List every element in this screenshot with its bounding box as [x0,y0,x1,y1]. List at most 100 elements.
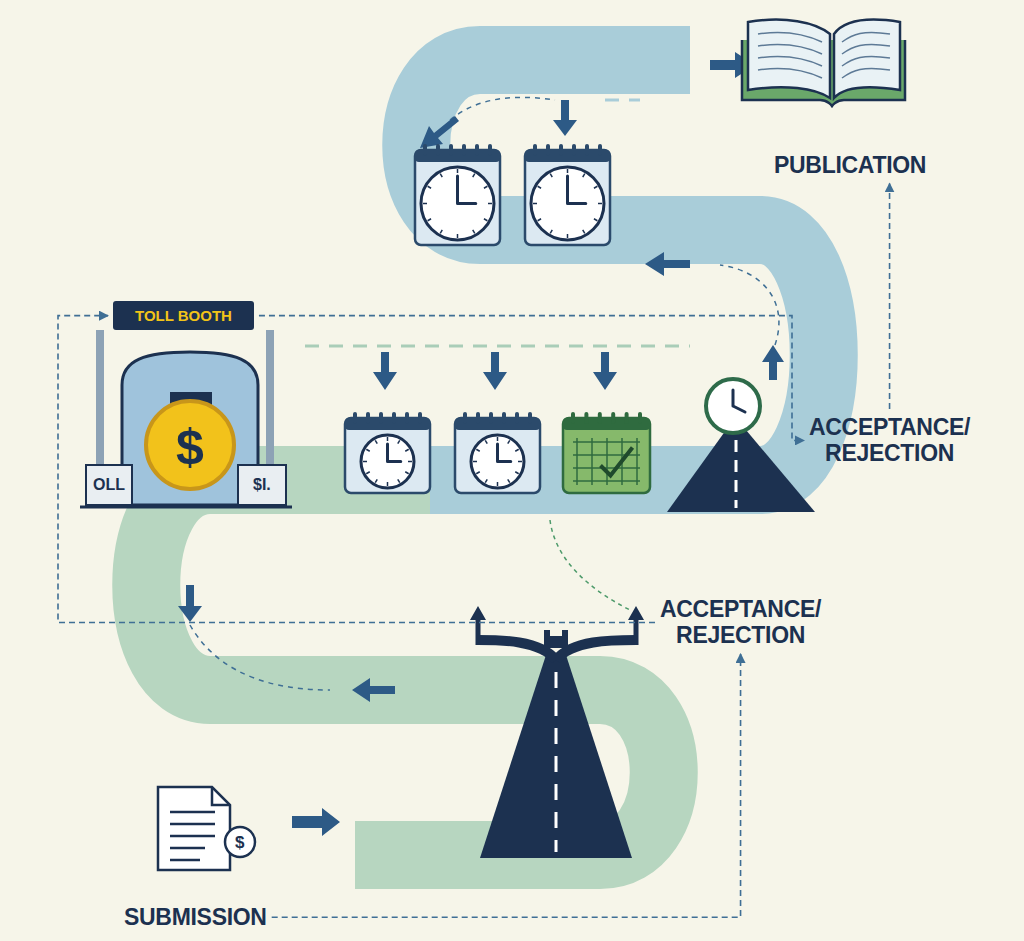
calendar-clock [484,186,487,188]
decision-label: ACCEPTANCE/ REJECTION [660,596,821,649]
calendar-clock [488,203,492,205]
calendar-clock [518,461,522,463]
calendar-clock [598,144,602,156]
calendar-clock [387,482,389,486]
submission-icon [158,787,255,870]
decision-clock [706,379,760,433]
arrow [292,808,340,836]
calendar-clock [428,219,431,221]
calendar-clock [498,444,511,462]
calendar-clock [463,412,467,424]
arrow [178,585,202,622]
book-page [748,20,830,98]
calendar-clock [489,412,493,424]
calendar-clock [473,230,475,233]
calendar-clock [525,144,610,245]
book-lines [758,32,890,78]
calendar-clock [462,144,466,156]
fee-symbol: $ [235,833,244,853]
calendar-clock [568,176,586,204]
calendar-clock [473,174,475,177]
calendar-clock [546,144,550,156]
booth-ground [80,506,292,509]
calendar-clock [388,444,401,462]
submission-label: SUBMISSION [124,904,267,930]
calendar-clock [458,176,476,204]
calendar-clock [594,186,597,188]
calendar-clock [375,440,377,443]
node-text: SUBMISSION [124,904,267,930]
calendar-clock [476,472,479,474]
clock-hands [733,390,745,412]
calendar-clock [345,418,430,493]
decision-label: ACCEPTANCE/ REJECTION [809,414,970,467]
calendar-clock [583,174,585,177]
calendar-clock [379,412,383,424]
arrow [593,352,617,390]
calendar-clock [485,440,487,443]
fork-tip [470,606,644,620]
calendar-clock [485,479,487,482]
guide-line [720,265,779,345]
arrow [553,100,577,136]
calendar-clock [418,412,422,424]
calendar-clock [440,230,442,233]
calendar-clock [455,418,540,430]
calendar-clock [473,461,477,463]
clock-face [706,379,760,433]
guide-line [450,97,555,120]
node-text: ACCEPTANCE/ REJECTION [660,596,821,649]
publication-icon [742,20,905,106]
calendar-clock [567,169,569,173]
calendar-clock [449,144,453,156]
calendar-clock [598,203,602,205]
calendar-clock [436,144,440,156]
schedule-calendar [606,438,608,485]
calendar-clock [392,412,396,424]
calendar-clock [387,437,389,441]
calendar-clock [550,230,552,233]
calendar-clock [455,418,540,493]
calendar-clock [363,461,367,463]
calendar-clock [366,449,369,451]
booth-post [238,465,286,505]
schedule-calendar [563,412,650,493]
arrow [483,352,507,390]
calendar-clock [457,169,459,173]
calendar-clock [405,472,408,474]
arrow [352,678,395,702]
calendar-clock [405,449,408,451]
calendar-clock [398,479,400,482]
calendar-clock [533,144,537,156]
fork-road [470,606,644,858]
calendar-clock [567,234,569,238]
calendar-clock [423,144,427,156]
calendar-clock [525,150,610,162]
calendar-clock [476,412,480,424]
coin-symbol: $ [176,418,204,476]
calendar-clock [457,234,459,238]
booth-side-text: $I. [253,476,271,494]
booth-post [86,465,132,505]
guide-line [305,345,690,348]
toll-booth [80,330,292,507]
calendar-clock [415,150,500,162]
document-lines [170,812,215,860]
calendar-clock [515,412,519,424]
document [158,787,230,870]
calendar-clock [476,449,479,451]
node-text: PUBLICATION [774,152,926,178]
guide-line [605,99,640,102]
calendar-clocks [345,144,650,493]
calendar-clock [508,479,510,482]
calendar-clock [538,186,541,188]
booth-side-text: OLL [93,476,125,494]
calendar-clock [421,167,494,240]
calendar-clock [531,167,604,240]
calendar-clock [440,174,442,177]
flow-connector [259,316,804,441]
calendar-clock [475,144,479,156]
